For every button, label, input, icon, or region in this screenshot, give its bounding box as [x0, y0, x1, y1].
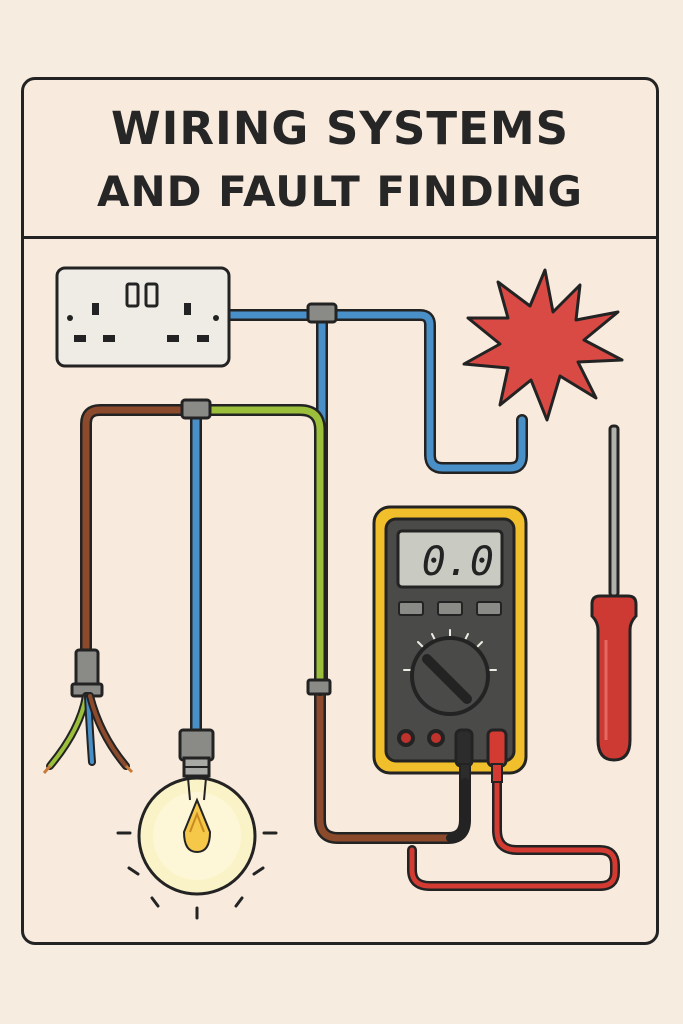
poster-frame: WIRING SYSTEMS AND FAULT FINDING: [21, 77, 659, 945]
junction-connector-left: [180, 398, 212, 420]
stripped-cable-icon: [42, 648, 134, 774]
meter-reading: 0.0: [422, 539, 494, 585]
socket-outlet-icon: [55, 266, 231, 368]
junction-connector-top: [306, 302, 338, 324]
title-line-1: WIRING SYSTEMS: [110, 102, 570, 155]
screwdriver-icon: [590, 424, 638, 762]
title-line-2: AND FAULT FINDING: [97, 167, 583, 216]
blue-wire-socket-to-spark: [222, 309, 528, 474]
meter-button-2[interactable]: [437, 601, 463, 616]
poster-header: WIRING SYSTEMS AND FAULT FINDING: [24, 80, 656, 239]
meter-button-3[interactable]: [476, 601, 502, 616]
meter-button-1[interactable]: [398, 601, 424, 616]
multimeter-icon: 0.0: [372, 505, 528, 783]
brown-wire-left: [80, 404, 202, 666]
wires: [80, 309, 620, 891]
meter-display: [396, 529, 504, 589]
junction-connector-earth: [306, 678, 332, 696]
spark-icon: [462, 268, 624, 422]
light-bulb-icon: [116, 728, 278, 920]
black-probe-lead: [446, 778, 469, 842]
earth-wire: [190, 404, 326, 696]
